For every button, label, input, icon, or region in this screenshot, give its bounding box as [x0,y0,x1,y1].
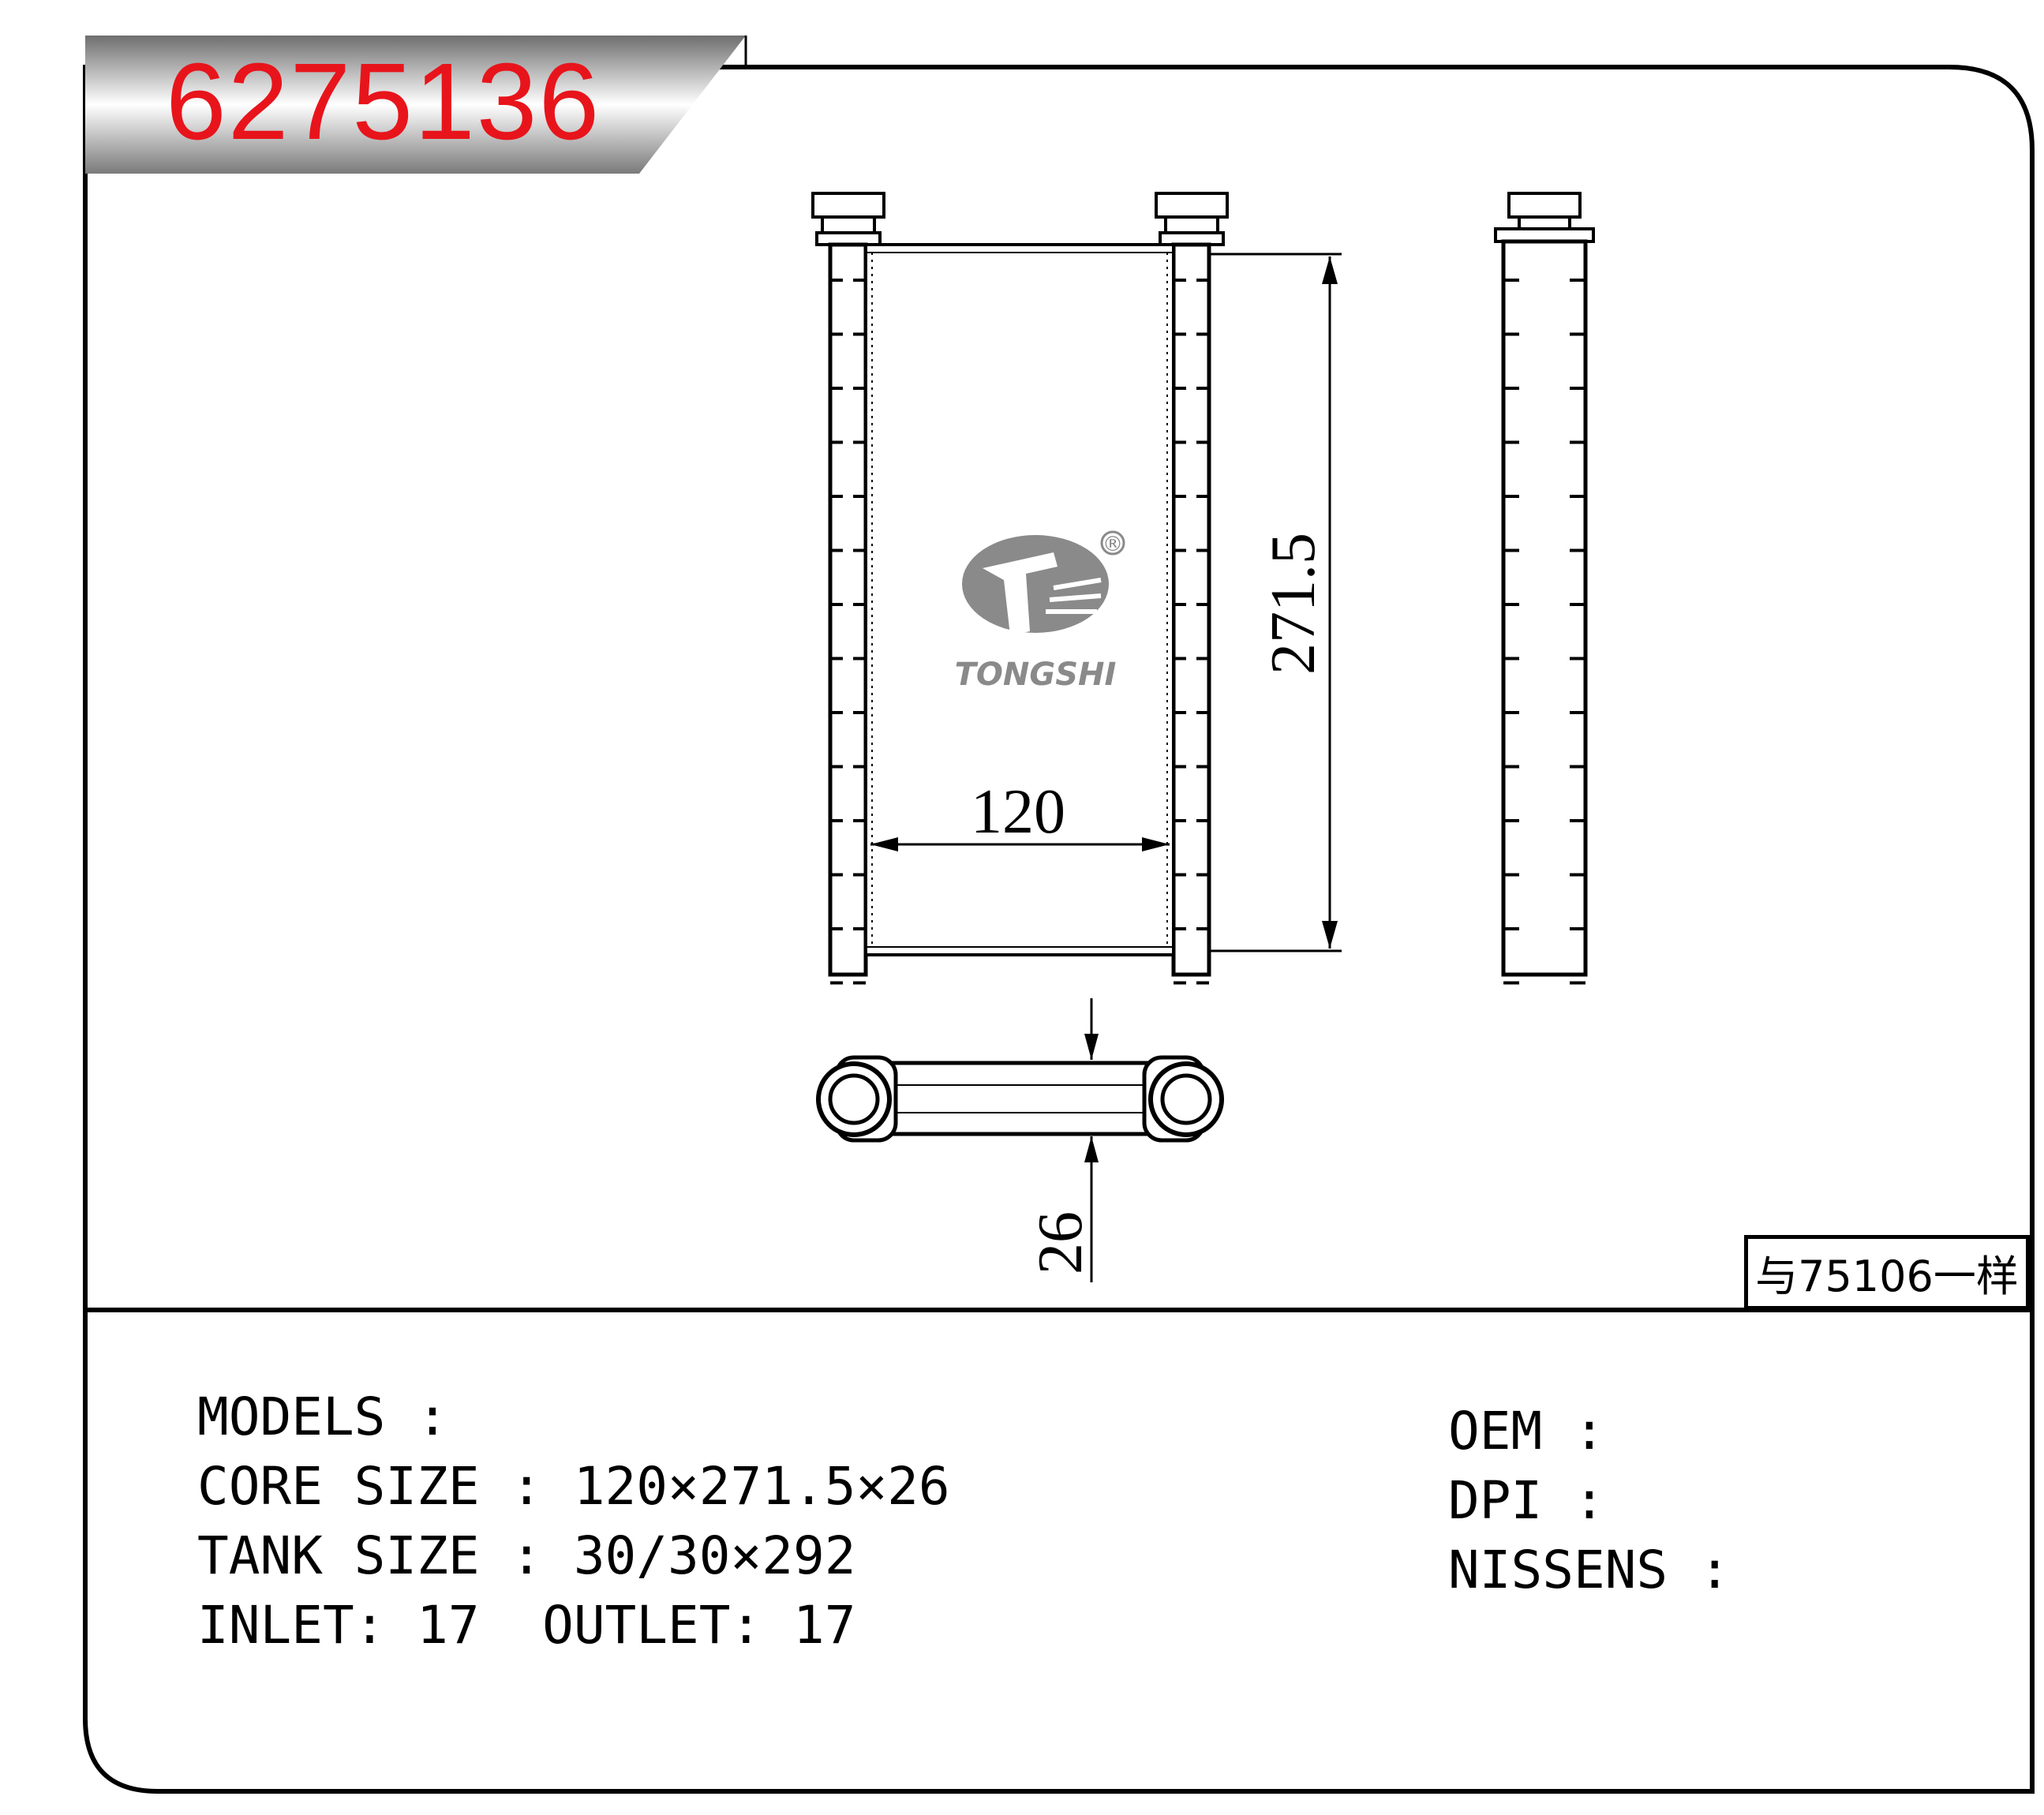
spec-tank-size: TANK SIZE : 30/30×292 [197,1525,856,1586]
tongshi-logo: ® TONGSHI [955,530,1125,693]
heater-core-side-view [1494,192,1595,985]
registered-mark: ® [1102,533,1123,556]
note-box: 与75106一样 [1744,1235,2030,1310]
part-number: 6275136 [166,41,601,163]
registered-mark-circle [1100,530,1125,556]
spec-nissens: NISSENS : [1448,1540,1731,1600]
inlet-pipe-left [811,192,885,246]
spec-inlet-outlet: INLET: 17 OUTLET: 17 [197,1595,856,1656]
spec-oem: OEM : [1448,1401,1605,1461]
spec-dpi: DPI : [1448,1470,1605,1531]
spec-core-size: CORE SIZE : 120×271.5×26 [197,1456,950,1517]
outlet-pipe-right [1155,192,1229,246]
left-tank [828,242,868,977]
height-dimension-label: 271.5 [1259,533,1328,675]
width-dimension-label: 120 [971,777,1065,847]
heater-core-top-view [816,1055,1224,1143]
thickness-dimension: 26 [1026,998,1099,1282]
width-dimension: 120 [870,777,1170,851]
spec-models: MODELS : [197,1387,448,1447]
height-dimension: 271.5 [1209,253,1342,952]
outer-frame [83,65,2035,1794]
logo-text: TONGSHI [955,657,1117,693]
part-number-banner [85,36,746,174]
right-tank [1171,242,1211,977]
heater-core-front-view [811,192,1229,985]
thickness-dimension-label: 26 [1026,1211,1095,1274]
